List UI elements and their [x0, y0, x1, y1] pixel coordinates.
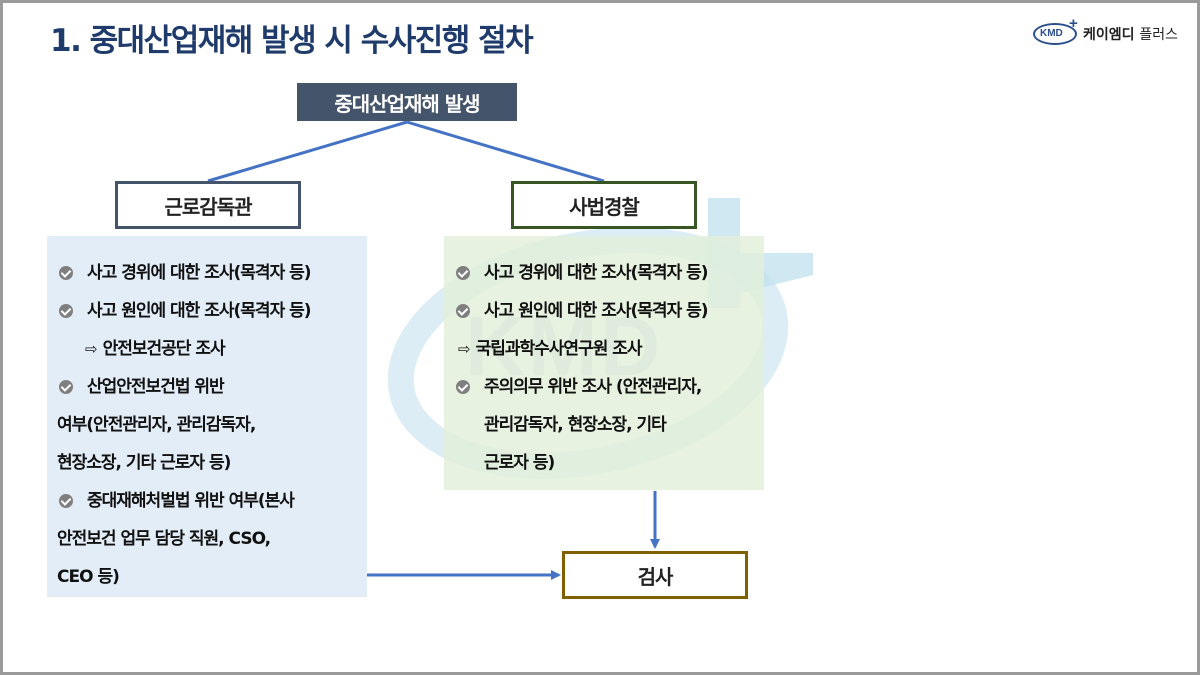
sub-item-text: 안전보건공단 조사 [102, 339, 226, 359]
item-text: CEO 등) [57, 567, 120, 587]
check-circle-icon [59, 266, 73, 280]
labor-inspector-box: 근로감독관 [115, 181, 301, 229]
item-text: 산업안전보건법 위반 [87, 377, 225, 397]
item-text: 중대재해처벌법 위반 여부(본사 [87, 491, 295, 511]
item-text: 사고 경위에 대한 조사(목격자 등) [87, 263, 312, 283]
hollow-right-arrow-icon: ⇨ [458, 340, 471, 358]
item-text: 안전보건 업무 담당 직원, CSO, [57, 529, 271, 549]
page-title: 1. 중대산업재해 발생 시 수사진행 절차 [50, 23, 534, 59]
item-text: 주의의무 위반 조사 (안전관리자, [484, 377, 702, 397]
list-item: 사고 경위에 대한 조사(목격자 등) [454, 254, 759, 292]
prosecutor-box: 검사 [562, 551, 748, 599]
connector-lines [207, 120, 660, 580]
connector-event-to-police [406, 120, 605, 183]
list-item: 사고 원인에 대한 조사(목격자 등) [454, 292, 759, 330]
event-box: 중대산업재해 발생 [297, 83, 517, 121]
item-text: 사고 원인에 대한 조사(목격자 등) [484, 301, 709, 321]
logo-brand-bold: 케이엠디 [1083, 27, 1135, 43]
sub-item-text: 국립과학수사연구원 조사 [475, 339, 643, 359]
item-text: 사고 원인에 대한 조사(목격자 등) [87, 301, 312, 321]
check-circle-icon [59, 304, 73, 318]
kmd-logo-icon: KMD + [1033, 15, 1078, 45]
labor-inspector-list: 사고 경위에 대한 조사(목격자 등) 사고 원인에 대한 조사(목격자 등) … [57, 254, 362, 596]
sub-item: ⇨국립과학수사연구원 조사 [454, 330, 759, 368]
item-text: 관리감독자, 현장소장, 기타 [484, 415, 667, 435]
item-text: 사고 경위에 대한 조사(목격자 등) [484, 263, 709, 283]
plus-icon: + [1069, 15, 1078, 32]
check-circle-icon [456, 380, 470, 394]
list-item: 중대재해처벌법 위반 여부(본사 안전보건 업무 담당 직원, CSO, CEO… [57, 482, 362, 596]
list-item: 사고 원인에 대한 조사(목격자 등) [57, 292, 362, 330]
logo-mark-text: KMD [1040, 28, 1063, 39]
item-text: 여부(안전관리자, 관리감독자, [57, 415, 256, 435]
check-circle-icon [59, 380, 73, 394]
logo-text: 케이엠디 플러스 [1083, 24, 1178, 44]
judicial-police-list: 사고 경위에 대한 조사(목격자 등) 사고 원인에 대한 조사(목격자 등) … [454, 254, 759, 482]
item-text: 근로자 등) [484, 453, 555, 473]
labor-inspector-panel: 사고 경위에 대한 조사(목격자 등) 사고 원인에 대한 조사(목격자 등) … [47, 236, 367, 597]
list-item: 사고 경위에 대한 조사(목격자 등) [57, 254, 362, 292]
hollow-right-arrow-icon: ⇨ [85, 340, 98, 358]
list-item: 산업안전보건법 위반 여부(안전관리자, 관리감독자, 현장소장, 기타 근로자… [57, 368, 362, 482]
judicial-police-box: 사법경찰 [511, 181, 697, 229]
check-circle-icon [456, 266, 470, 280]
item-text: 현장소장, 기타 근로자 등) [57, 453, 231, 473]
check-circle-icon [59, 494, 73, 508]
connector-event-to-labor [207, 120, 408, 183]
check-circle-icon [456, 304, 470, 318]
logo-brand-thin: 플러스 [1139, 27, 1179, 43]
judicial-police-panel: 사고 경위에 대한 조사(목격자 등) 사고 원인에 대한 조사(목격자 등) … [444, 236, 764, 490]
list-item: 주의의무 위반 조사 (안전관리자, 관리감독자, 현장소장, 기타 근로자 등… [454, 368, 759, 482]
sub-item: ⇨안전보건공단 조사 [57, 330, 362, 368]
brand-logo: KMD + 케이엠디 플러스 [1033, 15, 1178, 45]
